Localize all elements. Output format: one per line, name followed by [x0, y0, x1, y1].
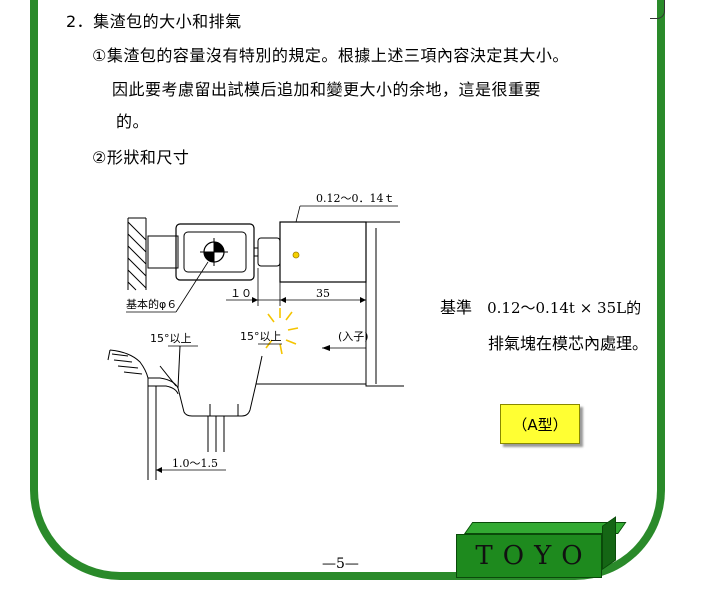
- overflow-well-outer: [175, 223, 255, 281]
- vent-burst-icon: [265, 308, 299, 355]
- section-heading: 2．集渣包的大小和排氣: [66, 12, 242, 31]
- overflow-well-inner: [183, 231, 247, 273]
- angle-right-label: 15°以上: [240, 330, 282, 343]
- ejector-pin-icon: [200, 238, 228, 266]
- vent-channel: [279, 221, 367, 283]
- corner-bracket: [650, 0, 665, 19]
- vent-block: [257, 237, 281, 267]
- dim-bottom-label: 1.0～1.5: [172, 457, 218, 470]
- logo-text: TOYO: [456, 534, 602, 578]
- hatched-wall: [127, 217, 147, 291]
- paragraph-1: ①集渣包的容量沒有特別的規定。根據上述三項內容決定其大小。: [92, 46, 569, 65]
- pin-holder: [147, 235, 179, 269]
- insert-outline: [365, 221, 404, 387]
- dim-10-label: １０: [230, 287, 252, 300]
- angle-left-label: 15°以上: [150, 332, 192, 345]
- page-frame: [30, 0, 665, 580]
- criteria-line-2: 排氣塊在模芯內處理。: [488, 334, 649, 353]
- paragraph-2: 因此要考慮留出試模后追加和變更大小的余地，這是很重要: [112, 80, 542, 99]
- criteria-formula: 0.12～0.14t × 35L的: [487, 299, 642, 317]
- page-number: —5—: [322, 556, 359, 572]
- inlet-label: (入子): [338, 330, 369, 343]
- marker-dot-icon: [292, 251, 300, 259]
- cross-section: [107, 345, 366, 480]
- logo-side-face: [602, 516, 616, 570]
- criteria-line-1: 基準 0.12～0.14t × 35L的: [440, 294, 641, 318]
- dim-top-label: 0.12～0．14ｔ: [316, 192, 395, 205]
- dim-35-label: 35: [316, 287, 330, 300]
- paragraph-3: 的。: [116, 112, 150, 131]
- pin-diameter-label: 基本的φ６: [126, 297, 177, 311]
- toyo-logo: TOYO: [456, 516, 627, 580]
- paragraph-4: ②形狀和尺寸: [92, 148, 190, 167]
- criteria-label: 基準: [440, 298, 473, 317]
- type-a-badge: （A型）: [500, 404, 580, 444]
